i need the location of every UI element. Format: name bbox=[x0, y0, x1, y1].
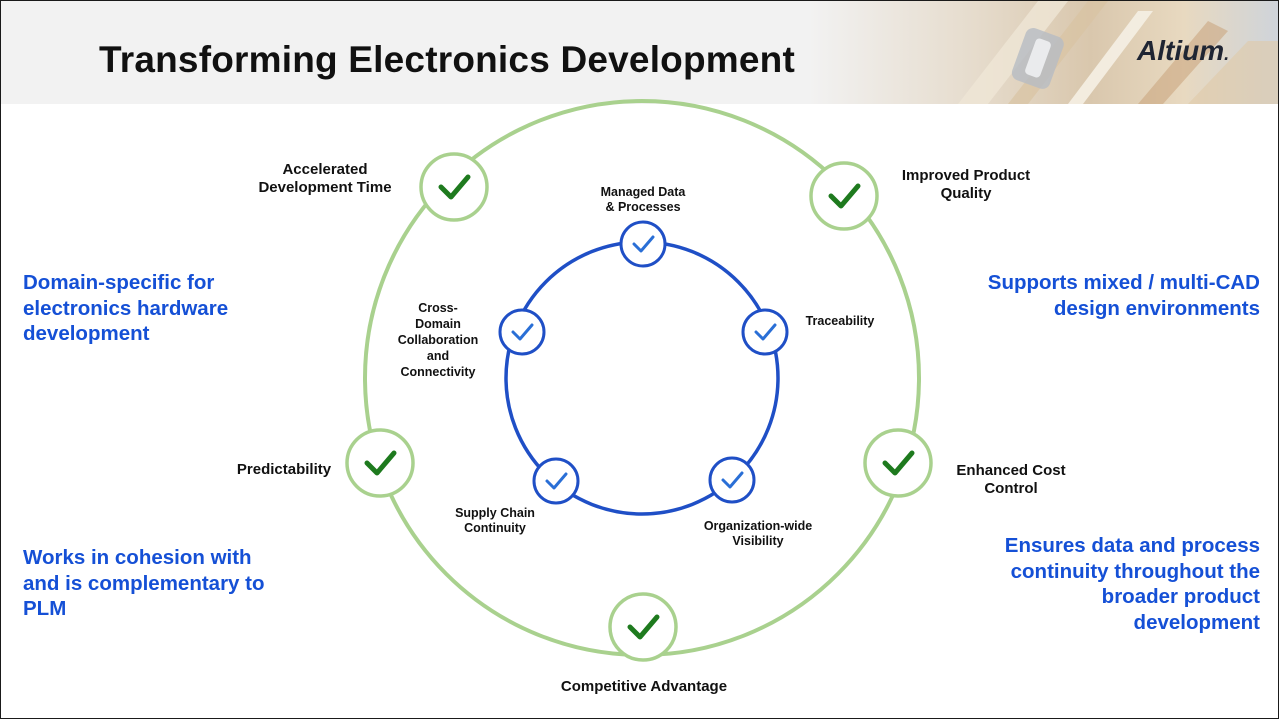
logo-dot: . bbox=[1224, 44, 1230, 64]
check-icon bbox=[754, 323, 777, 341]
logo-text: Altium bbox=[1137, 35, 1225, 66]
label-cross-domain: Cross- Domain Collaboration and Connecti… bbox=[397, 301, 479, 379]
label-enhanced-cost: Enhanced Cost Control bbox=[956, 462, 1066, 497]
inner-check-traceability bbox=[741, 308, 789, 356]
label-predictability: Predictability bbox=[236, 461, 332, 478]
header-decorative-image bbox=[808, 1, 1278, 104]
label-traceability: Traceability bbox=[805, 314, 875, 328]
outer-check-predictability bbox=[345, 428, 415, 498]
check-icon bbox=[438, 174, 471, 200]
inner-check-collaboration bbox=[498, 308, 546, 356]
outer-check-quality bbox=[809, 161, 879, 231]
check-icon bbox=[721, 471, 744, 489]
check-icon bbox=[627, 614, 660, 640]
check-icon bbox=[364, 450, 397, 476]
check-icon bbox=[545, 472, 568, 490]
label-improved-quality: Improved Product Quality bbox=[901, 167, 1031, 202]
inner-check-supply-chain bbox=[532, 457, 580, 505]
note-plm-cohesion: Works in cohesion with and is complement… bbox=[23, 546, 265, 621]
check-icon bbox=[882, 450, 915, 476]
note-domain-specific: Domain-specific for electronics hardware… bbox=[23, 271, 229, 346]
check-icon bbox=[632, 235, 655, 253]
inner-check-visibility bbox=[708, 456, 756, 504]
page-title: Transforming Electronics Development bbox=[99, 39, 795, 80]
label-managed-data: Managed Data & Processes bbox=[600, 185, 686, 214]
note-multi-cad: Supports mixed / multi-CAD design enviro… bbox=[987, 271, 1260, 320]
check-icon bbox=[828, 183, 861, 209]
outer-check-cost bbox=[863, 428, 933, 498]
label-competitive-advantage: Competitive Advantage bbox=[560, 678, 728, 695]
label-supply-chain: Supply Chain Continuity bbox=[455, 506, 535, 535]
label-organization-visibility: Organization-wide Visibility bbox=[703, 519, 813, 548]
label-accelerated-development: Accelerated Development Time bbox=[258, 161, 392, 196]
outer-check-competitive bbox=[608, 592, 678, 662]
check-icon bbox=[511, 323, 534, 341]
altium-logo: Altium. bbox=[1137, 35, 1229, 67]
inner-check-managed-data bbox=[619, 220, 667, 268]
note-data-continuity: Ensures data and process continuity thro… bbox=[1004, 534, 1260, 634]
header-bar: Transforming Electronics Development Alt… bbox=[1, 1, 1278, 104]
outer-check-accelerated bbox=[419, 152, 489, 222]
